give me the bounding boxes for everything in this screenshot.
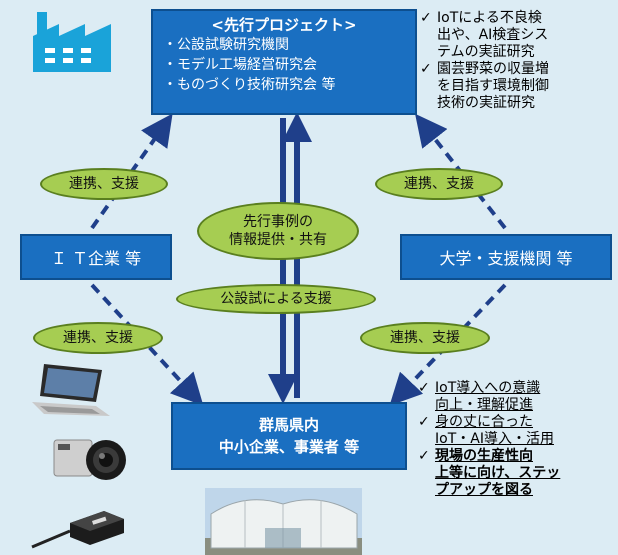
note-line: 現場の生産性向: [435, 448, 533, 464]
arrow-it-to-top: [90, 113, 173, 230]
top-box-item: ・ものづくり技術研究会 等: [163, 77, 336, 93]
note-line: IoTによる不良検: [437, 10, 542, 26]
ellipse-text: 先行事例の: [243, 214, 313, 230]
note-item: ✓ 身の丈に合った IoT・AI導入・活用: [418, 414, 614, 448]
note-line: 身の丈に合った: [435, 414, 533, 430]
gunma-sme-box: 群馬県内 中小企業、事業者 等: [171, 402, 407, 470]
it-company-box: Ｉ Ｔ企業 等: [20, 234, 172, 280]
ellipse-cooperation-top-left: 連携、支援: [40, 168, 168, 200]
ellipse-cooperation-top-right: 連携、支援: [375, 168, 503, 200]
bottom-box-line: 群馬県内: [258, 416, 319, 434]
factory-icon: [33, 12, 111, 72]
check-icon: ✓: [418, 414, 430, 430]
arrow-univ-to-bottom: [389, 283, 507, 406]
bottom-box-line: 中小企業、事業者 等: [218, 438, 360, 456]
ellipse-cooperation-bottom-left: 連携、支援: [33, 322, 163, 354]
note-line: 上等に向け、ステッ: [435, 465, 561, 481]
top-box-item: ・公設試験研究機関: [163, 37, 289, 53]
note-item: ✓ 現場の生産性向 上等に向け、ステッ プアップを図る: [418, 448, 614, 499]
ellipse-cooperation-bottom-right: 連携、支援: [360, 322, 490, 354]
note-line: を目指す環境制御: [437, 78, 549, 94]
check-icon: ✓: [418, 448, 430, 464]
ellipse-case-sharing: 先行事例の 情報提供・共有: [197, 202, 359, 260]
note-line: 出や、AI検査シス: [437, 27, 549, 43]
top-project-box: <先行プロジェクト> ・公設試験研究機関 ・モデル工場経営研究会 ・ものづくり技…: [151, 9, 417, 115]
bottom-notes: ✓ IoT導入への意識 向上・理解促進 ✓ 身の丈に合った IoT・AI導入・活…: [418, 380, 614, 499]
arrow-it-to-bottom: [90, 283, 204, 406]
camera-icon: [53, 439, 126, 480]
note-line: プアップを図る: [435, 482, 533, 498]
check-icon: ✓: [418, 380, 430, 396]
note-line: IoT導入への意識: [435, 380, 541, 396]
note-line: テムの実証研究: [437, 44, 535, 60]
check-icon: ✓: [420, 10, 432, 26]
university-support-box: 大学・支援機関 等: [400, 234, 612, 280]
top-box-item: ・モデル工場経営研究会: [163, 57, 317, 73]
check-icon: ✓: [420, 61, 432, 77]
greenhouse-photo: [205, 488, 362, 555]
note-line: IoT・AI導入・活用: [435, 431, 554, 447]
top-notes: ✓ IoTによる不良検 出や、AI検査シス テムの実証研究 ✓ 園芸野菜の収量増…: [420, 10, 614, 112]
note-item: ✓ 園芸野菜の収量増 を目指す環境制御 技術の実証研究: [420, 61, 614, 112]
note-item: ✓ IoTによる不良検 出や、AI検査シス テムの実証研究: [420, 10, 614, 61]
ellipse-public-support: 公設試による支援: [176, 284, 376, 314]
top-box-title: <先行プロジェクト>: [211, 16, 357, 34]
sensor-icon: [31, 511, 124, 549]
note-line: 技術の実証研究: [437, 95, 535, 111]
laptop-icon: [32, 364, 110, 416]
ellipse-text: 情報提供・共有: [229, 232, 327, 248]
note-line: 園芸野菜の収量増: [437, 61, 549, 77]
note-line: 向上・理解促進: [435, 397, 533, 413]
note-item: ✓ IoT導入への意識 向上・理解促進: [418, 380, 614, 414]
